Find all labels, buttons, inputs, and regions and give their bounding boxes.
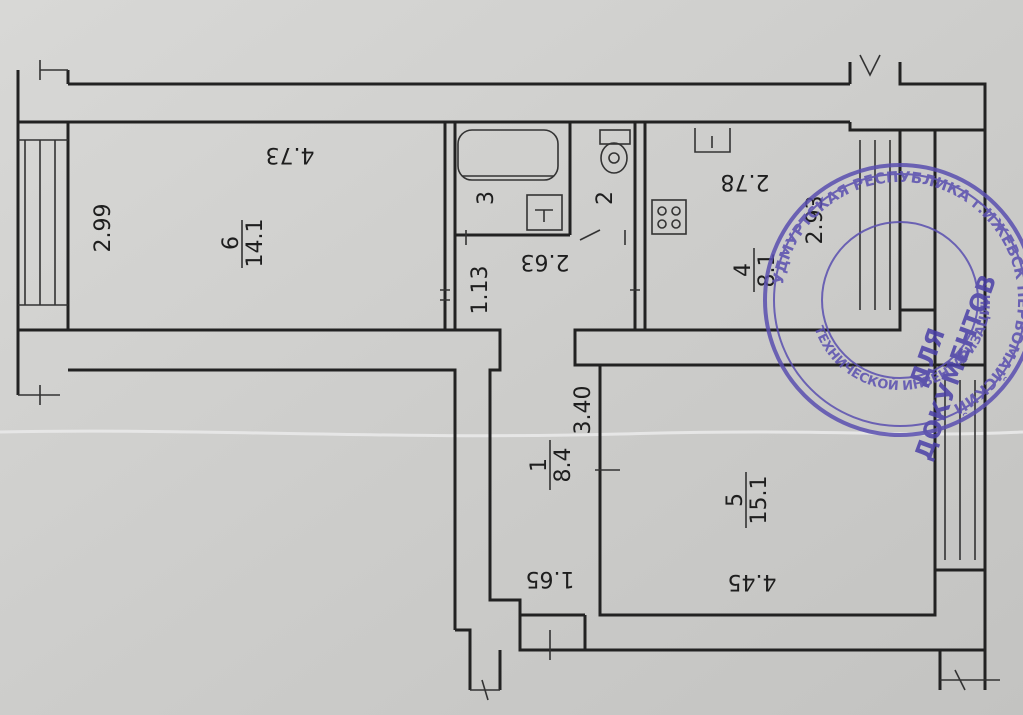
room-6-length: 4.73 (266, 142, 315, 167)
room-1-length: 3.40 (571, 386, 596, 435)
room-6-width: 2.99 (91, 204, 116, 253)
stove-icon (651, 199, 687, 235)
walls (16, 54, 1000, 701)
room-3-number: 3 (474, 191, 499, 205)
room-2-number: 2 (593, 191, 618, 205)
room-5-number: 5 (723, 493, 748, 507)
room-5-length: 4.45 (728, 569, 777, 594)
room-1-area: 8.4 (551, 448, 576, 483)
room-1-number: 1 (527, 458, 552, 472)
room-1-width: 1.65 (526, 566, 575, 591)
corridor-width: 1.13 (468, 266, 493, 315)
room-5-area: 15.1 (747, 476, 772, 525)
room-6-area: 14.1 (243, 219, 268, 268)
corridor-length: 2.63 (521, 249, 570, 274)
room-4-number: 4 (731, 263, 756, 277)
toilet-icon (599, 129, 631, 174)
bath-icon (457, 129, 559, 181)
room-4-length: 2.78 (721, 169, 770, 194)
kitchen-sink-icon (694, 128, 731, 153)
room-6-number: 6 (219, 236, 244, 250)
sink-icon (526, 194, 563, 231)
